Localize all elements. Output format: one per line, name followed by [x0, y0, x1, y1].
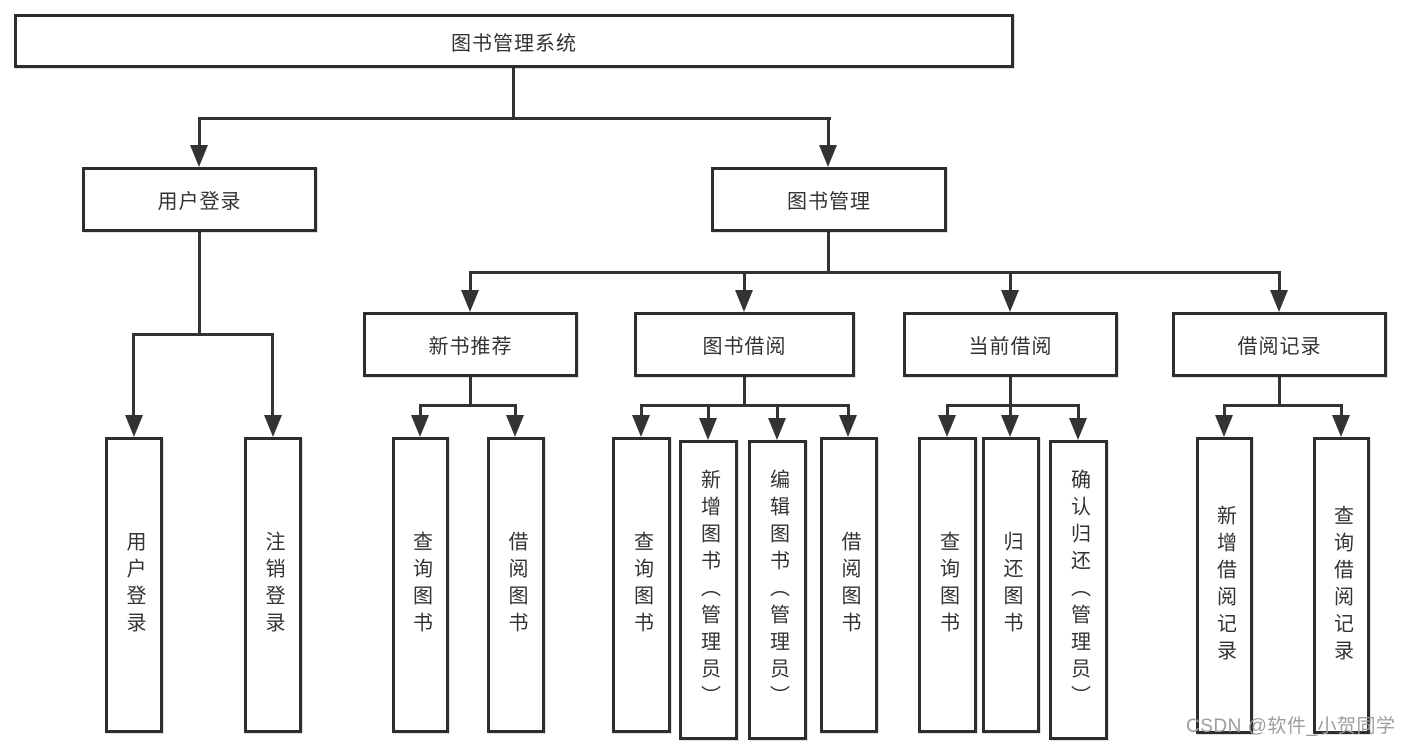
connector-drop-leaf: [514, 404, 517, 418]
connector-book-borrow-split: [640, 404, 850, 407]
connector-borrow-records-stem: [1278, 377, 1281, 407]
connector-drop-user-login: [198, 117, 201, 146]
arrowhead-down-icon: [1332, 415, 1350, 437]
connector-drop-leaf: [132, 333, 135, 417]
leaf-query-books-current: 查询图书: [918, 437, 977, 733]
leaf-borrow-books: 借阅图书: [820, 437, 878, 733]
connector-drop-leaf: [271, 333, 274, 417]
csdn-watermark: CSDN @软件_小贺同学: [1186, 716, 1396, 737]
connector-drop-leaf: [640, 404, 643, 418]
leaf-logout: 注销登录: [244, 437, 302, 733]
connector-book-mgmt-split: [469, 271, 1281, 274]
arrowhead-down-icon: [1001, 415, 1019, 437]
connector-drop-leaf: [1009, 404, 1012, 418]
connector-book-borrow-stem: [743, 377, 746, 407]
arrowhead-down-icon: [125, 415, 143, 437]
arrowhead-down-icon: [938, 415, 956, 437]
leaf-add-books-admin: 新增图书（管理员）: [679, 440, 738, 740]
arrowhead-down-icon: [1215, 415, 1233, 437]
leaf-confirm-return-admin: 确认归还（管理员）: [1049, 440, 1108, 740]
connector-current-borrow-split: [946, 404, 1079, 407]
node-current-borrowing: 当前借阅: [903, 312, 1118, 377]
leaf-user-login: 用户登录: [105, 437, 163, 733]
arrowhead-down-icon: [699, 418, 717, 440]
leaf-edit-books-admin: 编辑图书（管理员）: [748, 440, 807, 740]
node-user-login: 用户登录: [82, 167, 317, 232]
node-book-borrowing: 图书借阅: [634, 312, 855, 377]
arrowhead-down-icon: [1001, 290, 1019, 312]
node-library-management-system: 图书管理系统: [14, 14, 1014, 68]
connector-drop-leaf: [1223, 404, 1226, 418]
arrowhead-down-icon: [819, 145, 837, 167]
node-borrow-records: 借阅记录: [1172, 312, 1387, 377]
connector-borrow-records-split: [1223, 404, 1342, 407]
connector-book-mgmt-stem: [827, 232, 830, 273]
arrowhead-down-icon: [461, 290, 479, 312]
connector-drop-new-book: [469, 271, 472, 291]
connector-drop-leaf: [419, 404, 422, 418]
arrowhead-down-icon: [506, 415, 524, 437]
leaf-query-books-recommend: 查询图书: [392, 437, 449, 733]
connector-drop-leaf: [1077, 404, 1080, 420]
leaf-add-borrow-record: 新增借阅记录: [1196, 437, 1253, 734]
node-new-book-recommend: 新书推荐: [363, 312, 578, 377]
arrowhead-down-icon: [1069, 418, 1087, 440]
connector-new-book-stem: [469, 377, 472, 407]
arrowhead-down-icon: [411, 415, 429, 437]
arrowhead-down-icon: [735, 290, 753, 312]
connector-root-stem: [512, 68, 515, 119]
arrowhead-down-icon: [1270, 290, 1288, 312]
arrowhead-down-icon: [839, 415, 857, 437]
connector-drop-leaf: [707, 404, 710, 420]
connector-user-login-stem: [198, 232, 201, 336]
connector-drop-leaf: [847, 404, 850, 418]
arrowhead-down-icon: [264, 415, 282, 437]
node-book-management: 图书管理: [711, 167, 947, 232]
connector-drop-book-management: [827, 117, 830, 146]
leaf-query-books-borrowing: 查询图书: [612, 437, 671, 733]
connector-drop-borrow-records: [1278, 271, 1281, 291]
arrowhead-down-icon: [190, 145, 208, 167]
leaf-query-borrow-record: 查询借阅记录: [1313, 437, 1370, 734]
arrowhead-down-icon: [632, 415, 650, 437]
connector-new-book-split: [419, 404, 517, 407]
connector-drop-current-borrow: [1009, 271, 1012, 291]
leaf-borrow-books-recommend: 借阅图书: [487, 437, 545, 733]
connector-current-borrow-stem: [1009, 377, 1012, 407]
connector-root-split: [198, 117, 831, 120]
leaf-return-books: 归还图书: [982, 437, 1040, 733]
connector-drop-book-borrow: [743, 271, 746, 291]
arrowhead-down-icon: [768, 418, 786, 440]
connector-user-login-split: [132, 333, 274, 336]
connector-drop-leaf: [946, 404, 949, 418]
connector-drop-leaf: [776, 404, 779, 420]
connector-drop-leaf: [1340, 404, 1343, 418]
